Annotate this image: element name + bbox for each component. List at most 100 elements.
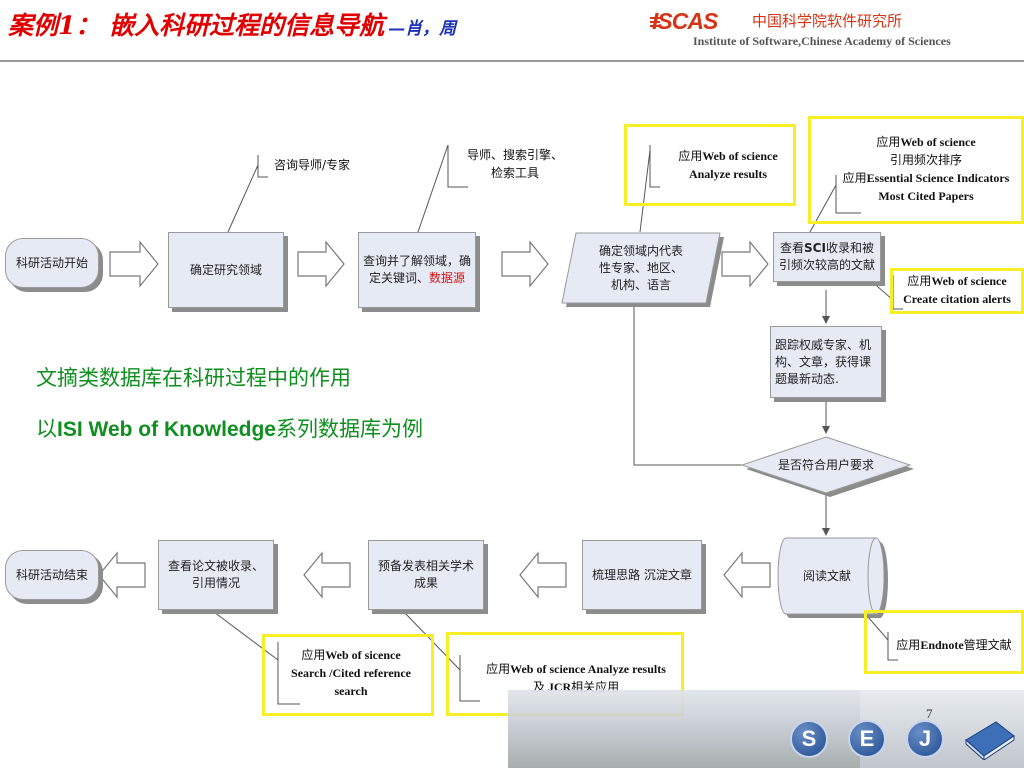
caption-line-1: 文摘类数据库在科研过程中的作用 [36,366,351,390]
consult-note: 咨询导师/专家 [273,158,351,172]
tools-line-1: 导师、搜索引擎、 [466,148,563,162]
track-line-2: 构、文章，获得课 [775,354,872,369]
jcr-line-1: 应用Web of science Analyze results [470,660,682,678]
wos-cite-prefix: 应用 [876,135,901,149]
slide-title-main: 案例1： 嵌入科研过程的信息导航 [8,11,385,40]
query-keywords-node: 查询并了解领域，确 定关键词、数据源 [358,232,476,308]
cited-feature-end: search [334,684,368,698]
wos-cite-line-3: 应用Essential Science Indicators [828,169,1024,187]
institute-name-en: Institute of Software,Chinese Academy of… [693,34,951,48]
iscas-logo-stripes [650,17,660,29]
define-field-node: 确定研究领域 [168,232,284,308]
query-keywords-text: 定关键词、 [368,271,429,285]
end-label: 科研活动结束 [15,567,88,582]
query-line-2: 定关键词、数据源 [363,270,471,287]
esi-feature: Most Cited Papers [878,189,974,203]
wos-analyze-feature: Analyze results [688,167,768,181]
badge-e: E [848,720,886,758]
define-field-label: 确定研究领域 [189,262,262,277]
cited-ref-note: 应用Web of sicence Search /Cited reference… [276,646,426,700]
alerts-prefix: 应用 [907,274,932,288]
alerts-feature: Create citation alerts [903,292,1011,306]
wos-analyze-highlight [624,124,796,206]
alerts-line-2: Create citation alerts [893,290,1021,308]
endnote-note: 应用Endnote管理文献 [886,636,1022,654]
wos-analyze-line-2: Analyze results [660,165,796,183]
diagram-frame [0,60,1024,768]
book-icon [965,721,1015,760]
track-node: 跟踪权威专家、机 构、文章，获得课 题最新动态. [770,326,882,398]
page-number: 7 [926,706,933,721]
prepare-line-1: 预备发表相关学术 [377,559,474,573]
data-source-highlight: 数据源 [428,271,465,285]
endnote-suffix: 管理文献 [963,638,1012,652]
wos-cite-line-1: 应用Web of science [828,133,1024,151]
alerts-brand: Web of science [931,274,1007,288]
caption-isi: ISI Web of Knowledge [57,418,276,441]
badge-j: J [906,720,944,758]
tools-note: 导师、搜索引擎、 检索工具 [460,146,570,182]
query-line-1: 查询并了解领域，确 [362,254,471,268]
sci-suffix: 收录和被 [825,241,874,255]
jcr-prefix: 应用 [486,662,511,676]
arrow-experts-to-sci [721,240,769,288]
sci-node: 查看SCI收录和被 引频次较高的文献 [773,232,881,282]
bracket-lines [257,145,903,705]
organize-label: 梳理思路 沉淀文章 [592,567,692,582]
wos-analyze-line-1: 应用Web of science [660,147,796,165]
sci-label: SCI [804,241,826,255]
prepare-node: 预备发表相关学术 成果 [368,540,484,610]
badge-s: S [790,720,828,758]
jcr-brand: Web of science Analyze results [510,662,666,676]
wos-analyze-note: 应用Web of science Analyze results [660,147,796,183]
wos-cite-highlight [808,116,1024,224]
endnote-brand: Endnote [920,638,964,652]
wos-analyze-prefix: 应用 [678,149,703,163]
arrow-query-to-experts [501,240,549,288]
cited-brand: Web of sicence [325,648,401,662]
caption-suffix: 系列数据库为例 [275,417,423,441]
institute-name-cn: 中国科学院软件研究所 [752,12,903,30]
check-line-2: 引用情况 [191,576,240,590]
experts-line-1: 确定领域内代表 [598,243,683,258]
cited-ref-line-2: Search /Cited reference [276,664,426,682]
read-label: 阅读文献 [802,569,851,583]
wos-cite-line-4: Most Cited Papers [828,187,1024,205]
track-line-3: 题最新动态. [775,371,839,386]
prepare-line-2: 成果 [413,576,438,590]
check-citations-node: 查看论文被收录、 引用情况 [158,540,274,610]
esi-prefix: 应用 [842,171,867,185]
decision-diamond [740,436,914,497]
cited-ref-highlight [262,634,434,716]
organize-node: 梳理思路 沉淀文章 [582,540,702,610]
caption-line-2: 以ISI Web of Knowledge系列数据库为例 [36,413,423,443]
wos-cite-brand: Web of science [900,135,976,149]
wos-analyze-brand: Web of science [702,149,778,163]
cited-ref-line-1: 应用Web of sicence [276,646,426,664]
track-line-1: 跟踪权威专家、机 [775,337,872,352]
wos-cite-note: 应用Web of science 引用频次排序 应用Essential Scie… [828,133,1024,205]
experts-line-2: 性专家、地区、 [598,260,683,275]
wos-cite-line-2: 引用频次排序 [889,153,962,167]
arrow-check-to-end [98,551,146,599]
experts-parallelogram [561,232,724,307]
iscas-logo-text: ISCAS [652,8,718,34]
arrow-read-to-organize [723,551,771,599]
alerts-line-1: 应用Web of science [893,272,1021,290]
tools-line-2: 检索工具 [490,166,539,180]
caption-prefix: 以 [36,417,57,441]
experts-line-3: 机构、语言 [610,277,671,292]
check-line-1: 查看论文被收录、 [167,559,264,573]
cited-feature: Search /Cited reference [291,666,411,680]
arrow-organize-to-prepare [519,551,567,599]
read-cylinder [777,537,888,618]
start-node: 科研活动开始 [5,238,99,288]
arrow-start-to-field [109,240,159,288]
experts-node: 确定领域内代表 性专家、地区、 机构、语言 [570,238,712,298]
slide-title: 案例1： 嵌入科研过程的信息导航—肖，周 [8,6,456,49]
cited-prefix: 应用 [301,648,326,662]
arrow-field-to-query [297,240,345,288]
end-node: 科研活动结束 [5,550,99,600]
slide-title-authors: —肖，周 [388,19,457,39]
